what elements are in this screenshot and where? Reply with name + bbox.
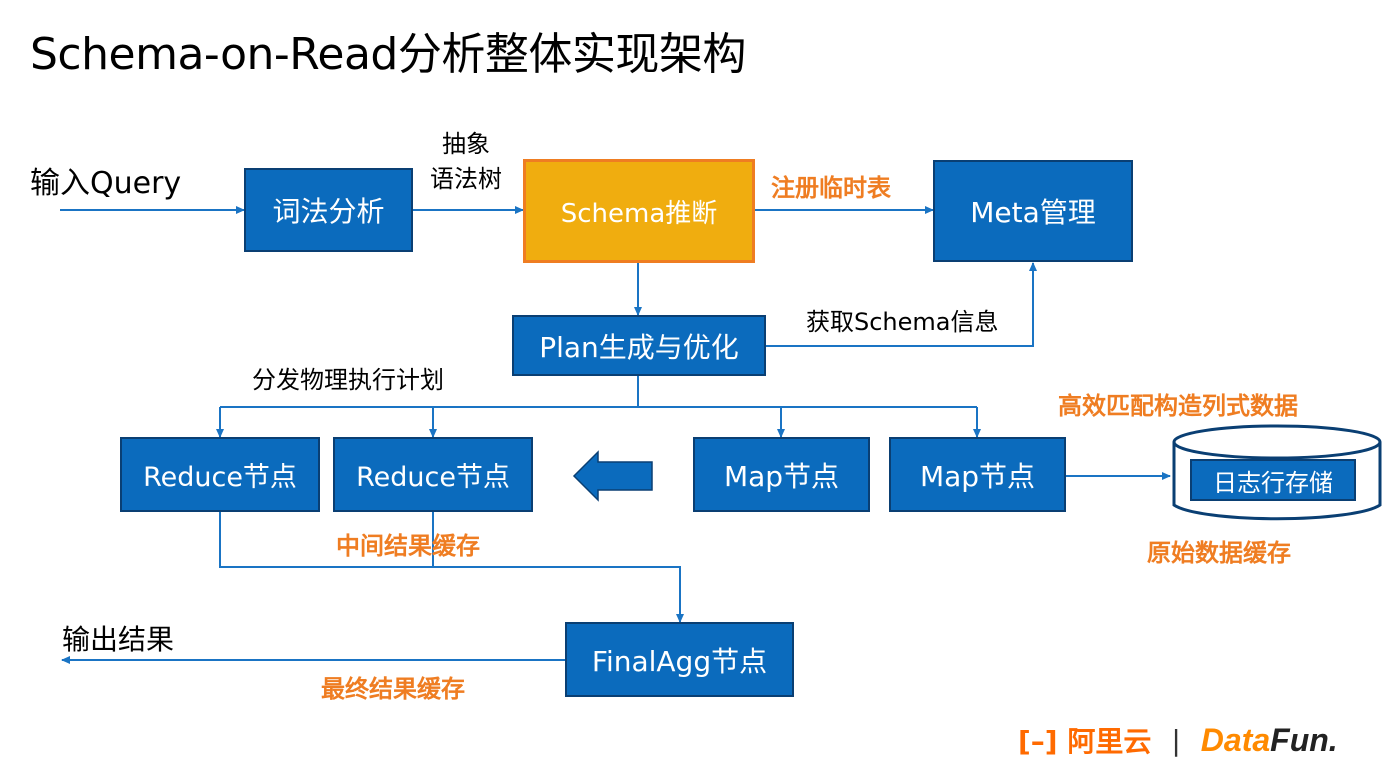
schema-infer-node: Schema推断 bbox=[523, 159, 755, 263]
map-node-1: Map节点 bbox=[693, 437, 870, 512]
reduce-node-2: Reduce节点 bbox=[333, 437, 533, 512]
arrow-plan-to-meta bbox=[766, 262, 1037, 347]
map-node-2: Map节点 bbox=[889, 437, 1066, 512]
ast-label-line1: 抽象 bbox=[442, 130, 490, 158]
aliyun-bracket-icon: [–] bbox=[1018, 725, 1058, 758]
final-agg-node: FinalAgg节点 bbox=[565, 622, 794, 697]
final-cache-label: 最终结果缓存 bbox=[321, 675, 465, 703]
efficient-match-label: 高效匹配构造列式数据 bbox=[1058, 392, 1298, 420]
register-temp-table-label: 注册临时表 bbox=[771, 174, 891, 202]
output-result-label: 输出结果 bbox=[62, 623, 175, 656]
data-flow-arrow bbox=[572, 450, 653, 502]
plan-node: Plan生成与优化 bbox=[512, 315, 766, 376]
lexer-node: 词法分析 bbox=[244, 168, 413, 252]
ast-label: 抽象 语法树 bbox=[428, 124, 504, 194]
intermediate-cache-label: 中间结果缓存 bbox=[336, 532, 480, 560]
aliyun-logo: [–] 阿里云 bbox=[1018, 720, 1151, 760]
ast-label-line2: 语法树 bbox=[430, 165, 502, 193]
input-query-label: 输入Query bbox=[30, 166, 182, 201]
footer-logo: [–] 阿里云 | DataFun. bbox=[1018, 718, 1338, 762]
datafun-text-b: Fun. bbox=[1270, 721, 1338, 758]
datafun-logo: DataFun. bbox=[1201, 722, 1338, 759]
reduce1-to-final bbox=[219, 512, 684, 623]
get-schema-info-label: 获取Schema信息 bbox=[806, 308, 999, 336]
page-title: Schema-on-Read分析整体实现架构 bbox=[30, 29, 746, 80]
raw-data-cache-label: 原始数据缓存 bbox=[1147, 539, 1291, 567]
meta-node: Meta管理 bbox=[933, 160, 1133, 262]
reduce-node-1: Reduce节点 bbox=[120, 437, 320, 512]
datafun-text-a: Data bbox=[1200, 721, 1271, 758]
aliyun-logo-text: 阿里云 bbox=[1067, 725, 1152, 758]
logo-separator: | bbox=[1171, 723, 1181, 757]
dispatch-plan-label: 分发物理执行计划 bbox=[252, 366, 444, 394]
log-storage-node: 日志行存储 bbox=[1190, 459, 1356, 501]
